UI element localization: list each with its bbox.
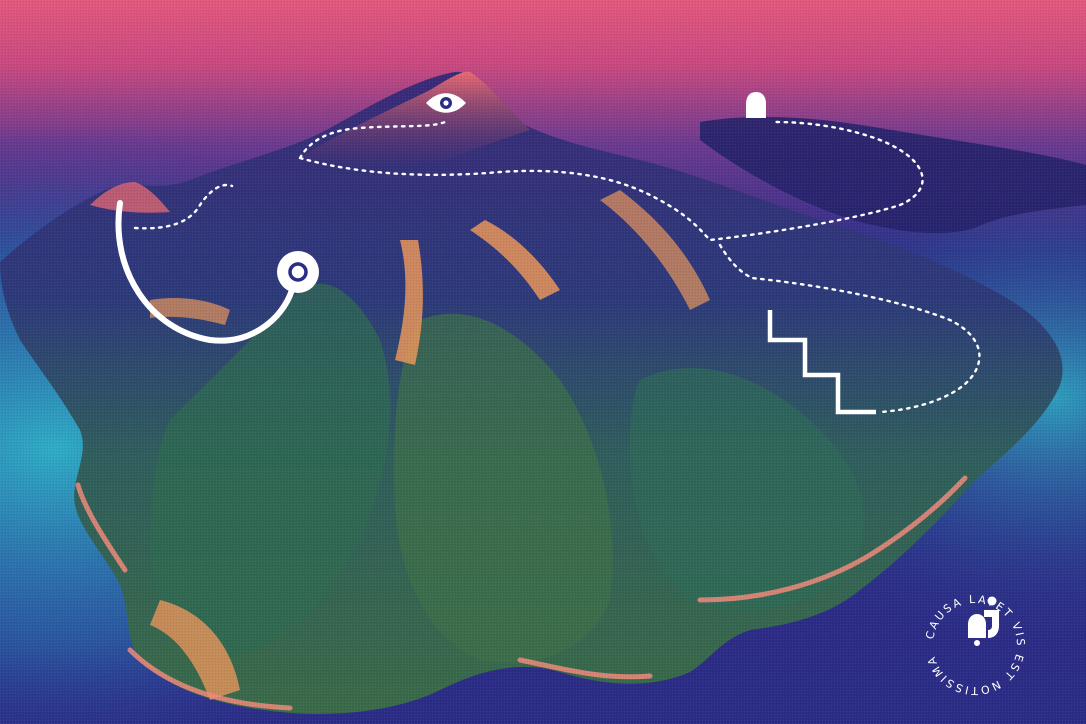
stairs-icon	[767, 310, 876, 415]
eye-icon	[426, 93, 466, 113]
dotted-trail	[133, 120, 981, 414]
seal-emblem-icon	[968, 596, 999, 646]
hook-loop-icon	[115, 200, 319, 344]
tombstone-icon	[746, 92, 766, 118]
